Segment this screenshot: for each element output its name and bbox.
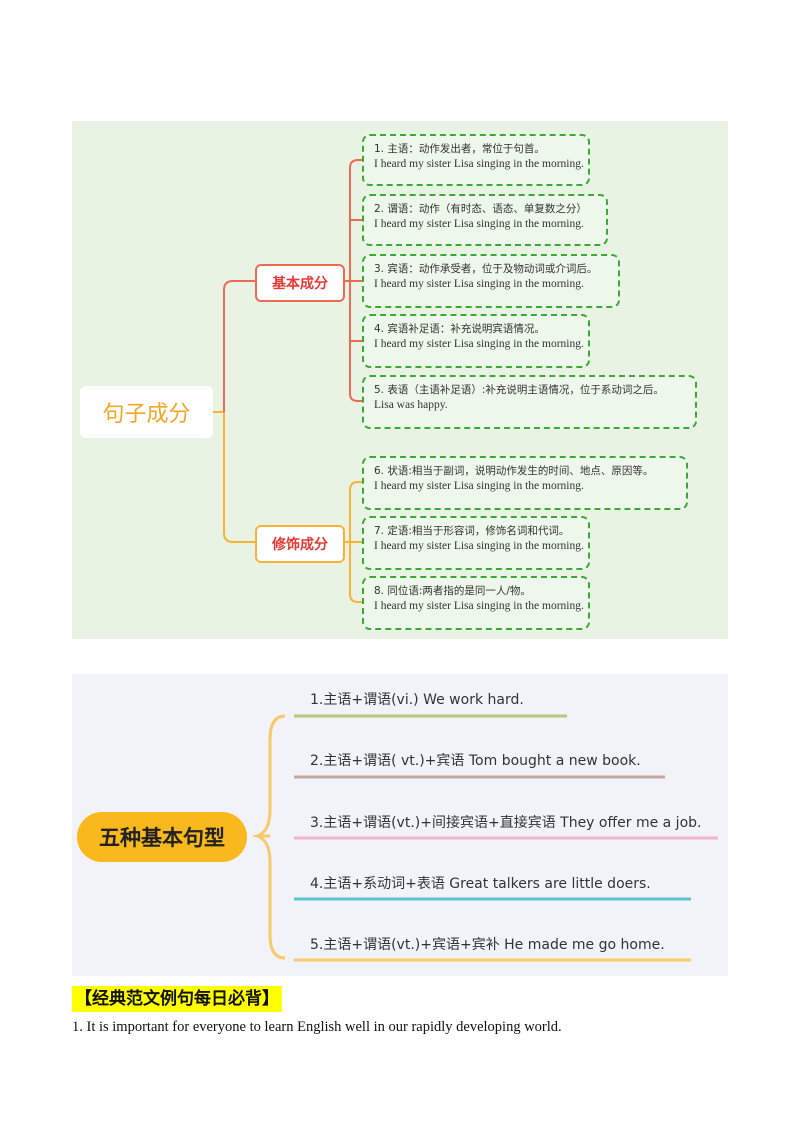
example-sentence: 1. It is important for everyone to learn… bbox=[72, 1019, 562, 1035]
pattern-item: 3.主语+谓语(vt.)+间接宾语+直接宾语 They offer me a j… bbox=[310, 815, 702, 831]
branch-basic-components: 基本成分 bbox=[255, 264, 345, 302]
mindmap-root-sentence-components: 句子成分 bbox=[80, 386, 213, 438]
leaf-text: 6. 状语:相当于副词，说明动作发生的时间、地点、原因等。 bbox=[374, 465, 654, 477]
mindmap-root-five-patterns: 五种基本句型 bbox=[77, 812, 247, 862]
leaf-attribute: 7. 定语:相当于形容词，修饰名词和代词。 I heard my sister … bbox=[362, 516, 590, 570]
pattern-item: 1.主语+谓语(vi.) We work hard. bbox=[310, 692, 524, 708]
leaf-example: I heard my sister Lisa singing in the mo… bbox=[374, 158, 584, 170]
leaf-text: 2. 谓语：动作（有时态、语态、单复数之分） bbox=[374, 203, 587, 215]
leaf-object: 3. 宾语：动作承受者，位于及物动词或介词后。 I heard my siste… bbox=[362, 254, 620, 308]
leaf-example: I heard my sister Lisa singing in the mo… bbox=[374, 540, 584, 552]
pattern-item: 4.主语+系动词+表语 Great talkers are little doe… bbox=[310, 876, 651, 892]
leaf-text: 1. 主语：动作发出者，常位于句首。 bbox=[374, 143, 545, 155]
section-heading: 【经典范文例句每日必背】 bbox=[72, 986, 282, 1012]
leaf-text: 8. 同位语:两者指的是同一人/物。 bbox=[374, 585, 531, 597]
leaf-subject: 1. 主语：动作发出者，常位于句首。 I heard my sister Lis… bbox=[362, 134, 590, 186]
leaf-adverbial: 6. 状语:相当于副词，说明动作发生的时间、地点、原因等。 I heard my… bbox=[362, 456, 688, 510]
leaf-example: I heard my sister Lisa singing in the mo… bbox=[374, 338, 584, 350]
leaf-text: 5. 表语（主语补足语）:补充说明主语情况，位于系动词之后。 bbox=[374, 384, 664, 396]
leaf-text: 7. 定语:相当于形容词，修饰名词和代词。 bbox=[374, 525, 570, 537]
branch-modifier-components: 修饰成分 bbox=[255, 525, 345, 563]
leaf-example: I heard my sister Lisa singing in the mo… bbox=[374, 600, 584, 612]
pattern-item: 5.主语+谓语(vt.)+宾语+宾补 He made me go home. bbox=[310, 937, 665, 953]
leaf-predicate: 2. 谓语：动作（有时态、语态、单复数之分） I heard my sister… bbox=[362, 194, 608, 246]
leaf-object-complement: 4. 宾语补足语：补充说明宾语情况。 I heard my sister Lis… bbox=[362, 314, 590, 368]
leaf-text: 3. 宾语：动作承受者，位于及物动词或介词后。 bbox=[374, 263, 598, 275]
leaf-appositive: 8. 同位语:两者指的是同一人/物。 I heard my sister Lis… bbox=[362, 576, 590, 630]
pattern-item: 2.主语+谓语( vt.)+宾语 Tom bought a new book. bbox=[310, 753, 641, 769]
leaf-example: I heard my sister Lisa singing in the mo… bbox=[374, 278, 584, 290]
leaf-text: 4. 宾语补足语：补充说明宾语情况。 bbox=[374, 323, 545, 335]
leaf-predicative: 5. 表语（主语补足语）:补充说明主语情况，位于系动词之后。 Lisa was … bbox=[362, 375, 697, 429]
leaf-example: I heard my sister Lisa singing in the mo… bbox=[374, 480, 584, 492]
leaf-example: Lisa was happy. bbox=[374, 399, 448, 411]
leaf-example: I heard my sister Lisa singing in the mo… bbox=[374, 218, 584, 230]
